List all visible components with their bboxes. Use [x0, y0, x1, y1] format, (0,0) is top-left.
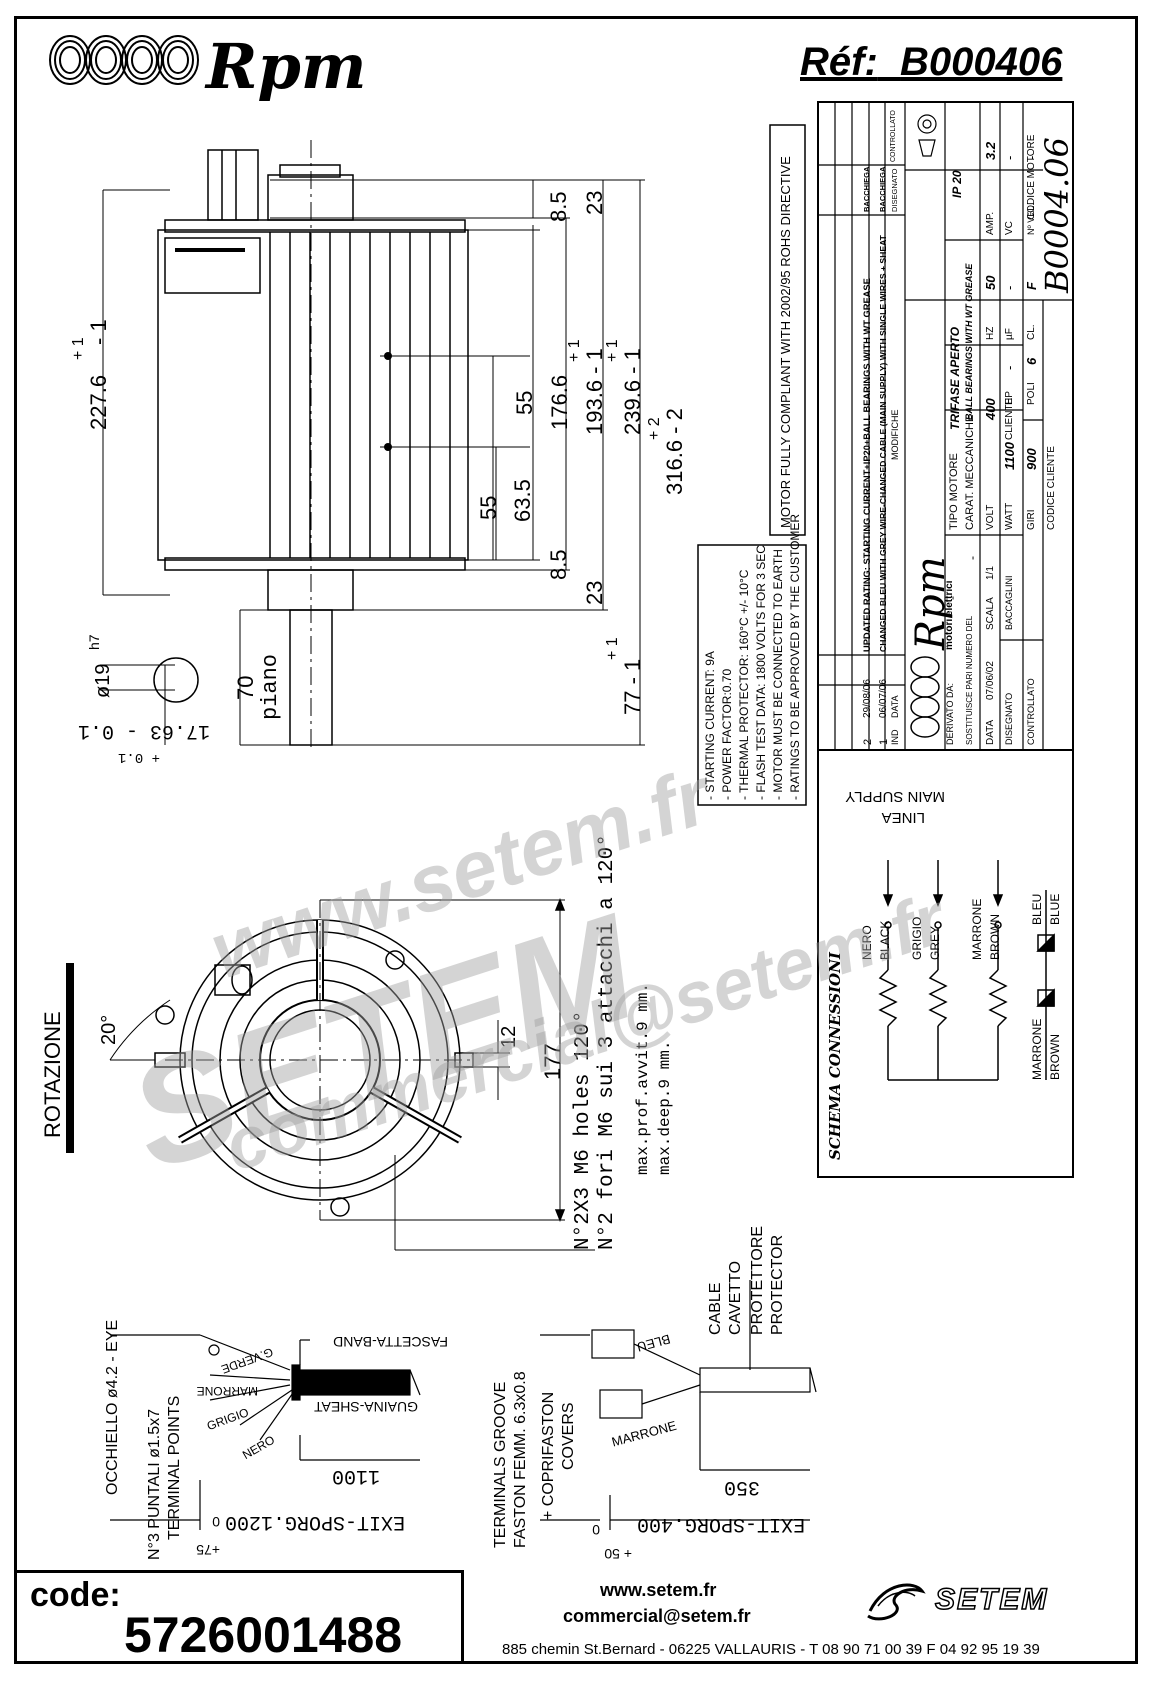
code-label: code: [30, 1576, 121, 1614]
fascetta-label: FASCETTA-BAND [333, 1334, 448, 1350]
tol-50: + 50 [604, 1546, 632, 1562]
footer-website[interactable]: www.setem.fr [600, 1580, 717, 1600]
brand-name: Rpm [206, 30, 367, 103]
covers-label: COVERS [560, 1402, 577, 1470]
footer-address: 885 chemin St.Bernard - 06225 VALLAURIS … [502, 1641, 1040, 1658]
puntali-label: N°3 PUNTALI ø1.5x7 [146, 1408, 163, 1560]
marrone-lead-label: MARRONE [196, 1384, 258, 1398]
guaina-label: GUAINA-SHEAT [314, 1399, 418, 1415]
dim-1100: 1100 [331, 1464, 380, 1487]
code-box [14, 1570, 464, 1664]
cable-label: CABLE [707, 1282, 724, 1335]
footer-email[interactable]: commercial@setem.fr [563, 1606, 751, 1626]
projection-symbol-icon [917, 114, 937, 157]
reference: Réf: B000406 [800, 40, 1063, 84]
terminal-points-label: TERMINAL POINTS [166, 1395, 183, 1540]
reference-value: B000406 [900, 40, 1063, 84]
rpm-coil-logo [49, 35, 199, 85]
drawing-frame [14, 16, 1138, 1664]
exit-400: EXIT-SPORG.400 [636, 1512, 805, 1535]
protector-label: PROTECTOR [769, 1234, 786, 1335]
terminals-groove-label: TERMINALS GROOVE [492, 1381, 509, 1548]
title-coil-logo [910, 656, 940, 738]
exit-1200: EXIT-SPORG.1200 [224, 1510, 405, 1533]
tol-0b: 0 [592, 1522, 600, 1538]
occhiello-label: OCCHIELLO ø4.2 - EYE [104, 1319, 121, 1495]
protettore-label: PROTETTORE [749, 1225, 766, 1335]
tol-0: 0 [212, 1514, 220, 1530]
coprifaston-label: + COPRIFASTON [540, 1391, 557, 1520]
dim-350: 350 [723, 1475, 760, 1498]
setem-wordmark: SETEM [934, 1582, 1049, 1617]
connection-schema [878, 860, 1055, 1081]
setem-swirl-icon [867, 1583, 926, 1621]
faston-label: FASTON FEMM. 6.3x0.8 [512, 1371, 529, 1548]
code-value: 5726001488 [124, 1607, 403, 1663]
cavetto-label: CAVETTO [727, 1260, 744, 1335]
tol-75: +75 [196, 1542, 220, 1558]
